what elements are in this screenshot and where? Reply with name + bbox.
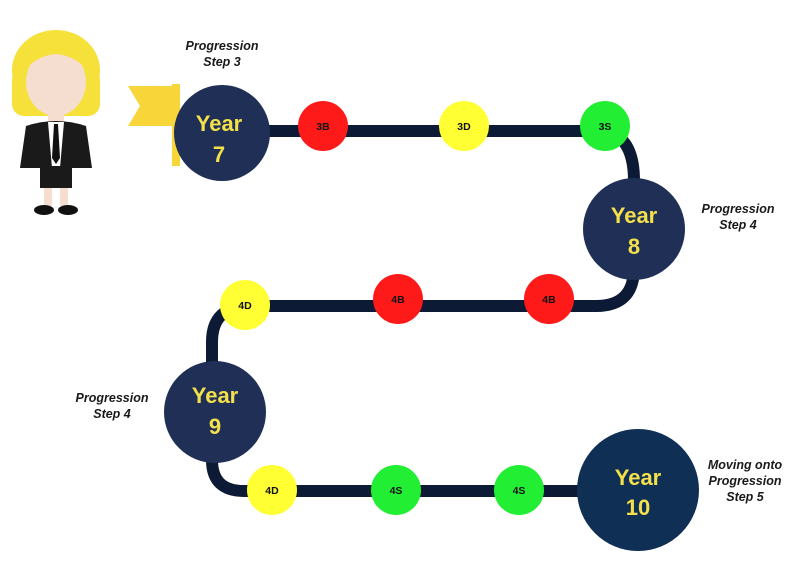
- step-4b-node: 4B: [524, 274, 574, 324]
- step-4b-node: 4B: [373, 274, 423, 324]
- step-label: 4D: [238, 300, 252, 312]
- step-4d-node: 4D: [220, 280, 270, 330]
- year-10-word: Year: [615, 465, 662, 490]
- year-8-number: 8: [628, 234, 640, 259]
- step-label: 3B: [316, 121, 330, 133]
- year-9-word: Year: [192, 383, 239, 408]
- step-3b-node: 3B: [298, 101, 348, 151]
- year-10-number: 10: [626, 495, 650, 520]
- step-label: 3S: [599, 121, 612, 133]
- flag-icon: [128, 84, 180, 166]
- year-7-word: Year: [196, 111, 243, 136]
- step-label: 4B: [542, 294, 556, 306]
- year-8-word: Year: [611, 203, 658, 228]
- step-4s-node: 4S: [494, 465, 544, 515]
- year-10-node: Year 10: [577, 429, 699, 551]
- road-path: [206, 125, 644, 497]
- step-3d-node: 3D: [439, 101, 489, 151]
- year-10-progression-label: Moving onto Progression Step 5: [707, 458, 783, 504]
- year-9-node: Year 9: [164, 361, 266, 463]
- year-7-number: 7: [213, 142, 225, 167]
- step-3s-node: 3S: [580, 101, 630, 151]
- year-9-progression-label: Progression Step 4: [75, 391, 149, 421]
- step-label: 4S: [513, 485, 526, 497]
- step-label: 4S: [390, 485, 403, 497]
- step-label: 3D: [457, 121, 471, 133]
- step-4d-node: 4D: [247, 465, 297, 515]
- step-4s-node: 4S: [371, 465, 421, 515]
- year-7-node: Year 7: [174, 85, 270, 181]
- year-8-progression-label: Progression Step 4: [701, 202, 775, 232]
- step-label: 4D: [265, 485, 279, 497]
- step-label: 4B: [391, 294, 405, 306]
- student-figure-icon: [12, 30, 100, 215]
- year-9-number: 9: [209, 414, 221, 439]
- year-7-progression-label: Progression Step 3: [185, 39, 259, 69]
- year-8-node: Year 8: [583, 178, 685, 280]
